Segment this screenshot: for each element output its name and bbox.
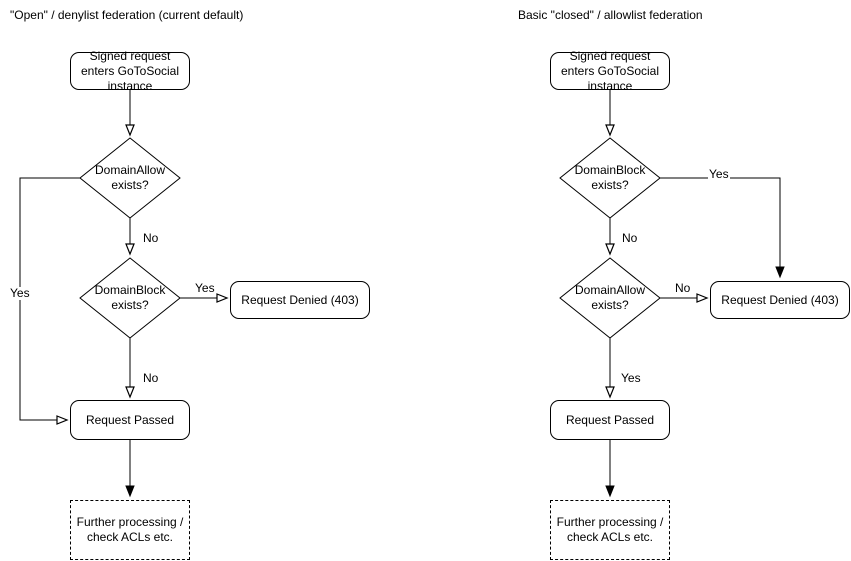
left-start-node: Signed request enters GoToSocial instanc…: [70, 49, 190, 93]
left-decision1-label: DomainAllow exists?: [94, 163, 166, 192]
left-denied-label: Request Denied (403): [241, 292, 359, 307]
left-decision1-diamond-shape: [79, 137, 181, 219]
right-decision1-no-edge-label: No: [621, 231, 639, 245]
right-start-label: Signed request enters GoToSocial instanc…: [560, 48, 660, 93]
left-decision1-no-edge-label: No: [142, 231, 160, 245]
right-further-label: Further processing / check ACLs etc.: [556, 515, 664, 544]
right-denied-label: Request Denied (403): [721, 292, 839, 307]
left-decision1-node: DomainAllow exists?: [80, 138, 180, 218]
left-start-label: Signed request enters GoToSocial instanc…: [80, 48, 180, 93]
right-start-node: Signed request enters GoToSocial instanc…: [550, 49, 670, 93]
right-decision2-diamond-shape: [559, 257, 661, 339]
left-further-label: Further processing / check ACLs etc.: [76, 515, 184, 544]
right-decision2-no-edge-label: No: [674, 281, 692, 295]
right-decision2-yes-edge-label: Yes: [620, 371, 642, 385]
right-passed-label: Request Passed: [565, 412, 655, 427]
left-decision2-label: DomainBlock exists?: [94, 283, 166, 312]
right-passed-node: Request Passed: [550, 400, 670, 440]
right-denied-node: Request Denied (403): [710, 281, 850, 319]
left-further-node: Further processing / check ACLs etc.: [70, 500, 190, 560]
right-further-node: Further processing / check ACLs etc.: [550, 500, 670, 560]
right-edge-decision1-yes-to-denied: [660, 177, 785, 279]
left-decision1-yes-edge-label: Yes: [9, 286, 31, 300]
left-decision2-no-edge-label: No: [142, 371, 160, 385]
left-decision2-diamond-shape: [79, 257, 181, 339]
right-decision1-yes-edge-label: Yes: [708, 167, 730, 181]
left-decision2-node: DomainBlock exists?: [80, 258, 180, 338]
right-decision1-diamond-shape: [559, 137, 661, 219]
right-decision1-node: DomainBlock exists?: [560, 138, 660, 218]
left-passed-node: Request Passed: [70, 400, 190, 440]
left-decision2-yes-edge-label: Yes: [194, 281, 216, 295]
left-chart-title: "Open" / denylist federation (current de…: [10, 8, 244, 22]
right-decision1-label: DomainBlock exists?: [574, 163, 646, 192]
left-passed-label: Request Passed: [85, 412, 175, 427]
right-chart-title: Basic "closed" / allowlist federation: [518, 8, 703, 22]
right-decision2-label: DomainAllow exists?: [574, 283, 646, 312]
right-decision2-node: DomainAllow exists?: [560, 258, 660, 338]
left-denied-node: Request Denied (403): [230, 281, 370, 319]
